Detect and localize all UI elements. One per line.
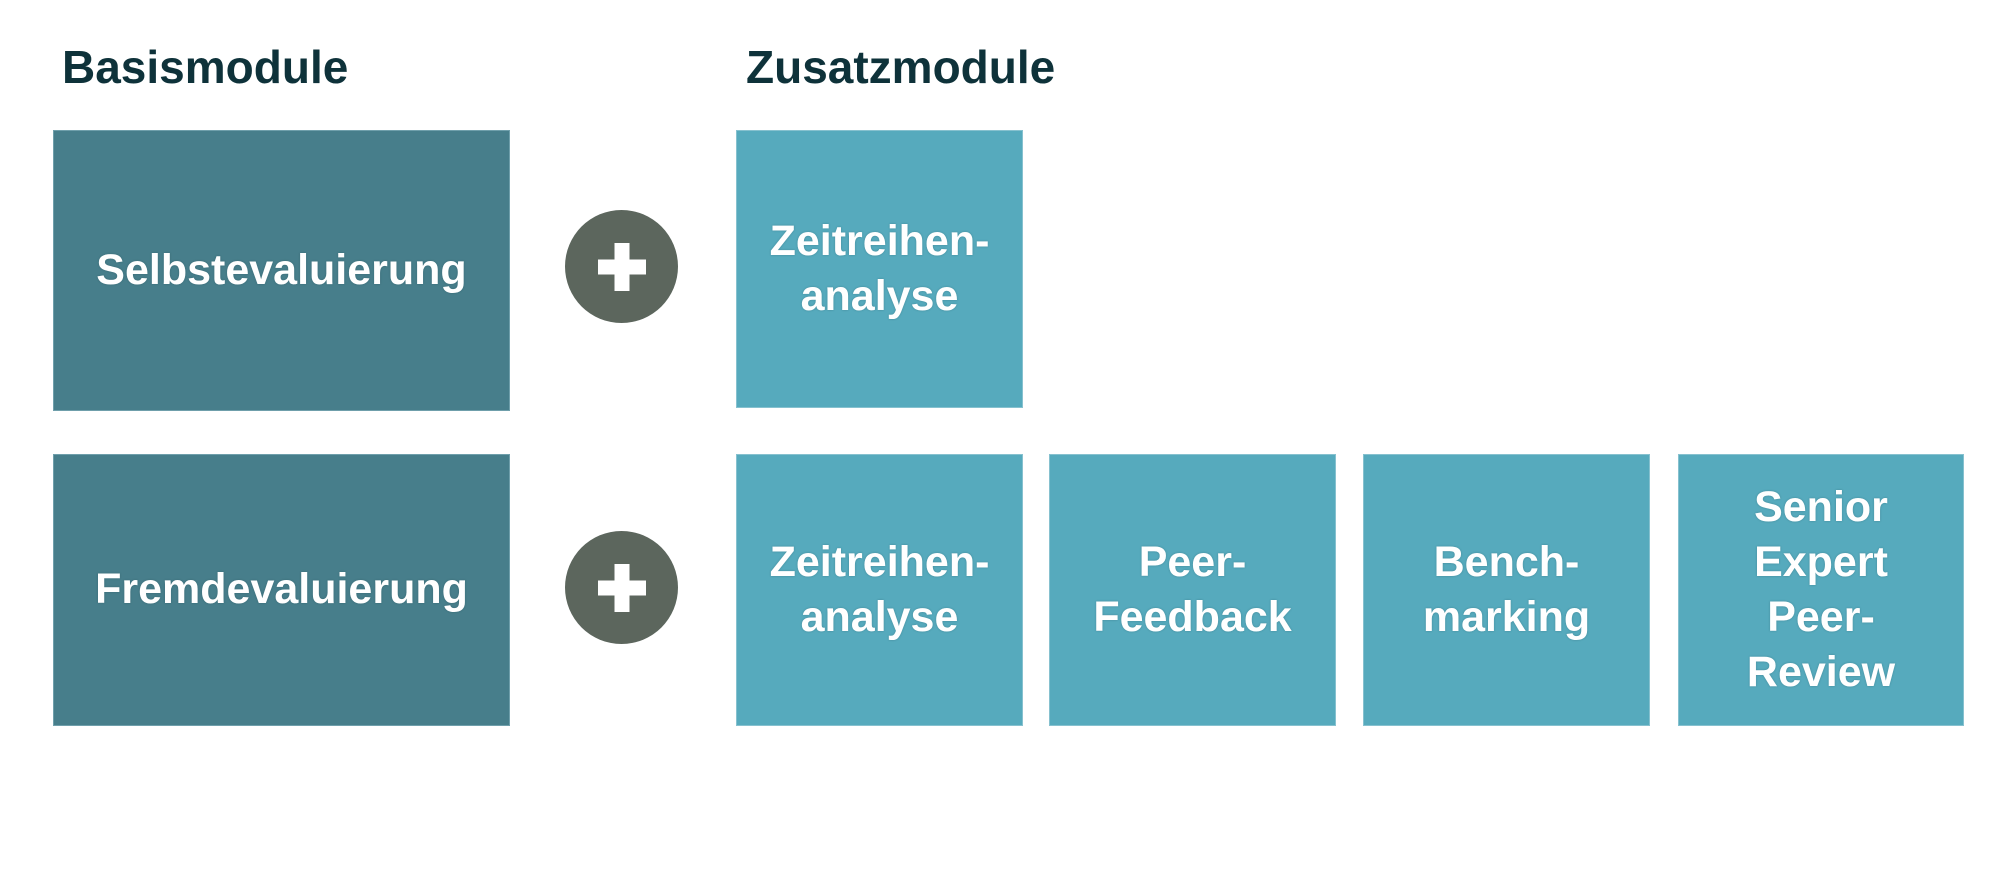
module-label: Peer- Feedback bbox=[1093, 537, 1292, 641]
module-label: Senior Expert Peer- Review bbox=[1746, 482, 1896, 697]
plus-badge bbox=[565, 210, 678, 323]
plus-icon-bar bbox=[614, 563, 629, 612]
module-label: Zeitreihen- analyse bbox=[769, 537, 990, 641]
plus-badge bbox=[565, 531, 678, 644]
plus-icon bbox=[565, 531, 678, 644]
heading-basismodule: Basismodule bbox=[62, 41, 349, 93]
module-label: Zeitreihen- analyse bbox=[769, 216, 990, 320]
zusatz-module-benchmarking: Bench- marking bbox=[1363, 454, 1650, 726]
module-label: Fremdevaluierung bbox=[95, 565, 468, 614]
module-label: Selbstevaluierung bbox=[96, 245, 467, 294]
zusatz-module-senior-expert-peer-review: Senior Expert Peer- Review bbox=[1678, 454, 1964, 726]
zusatz-module-zeitreihenanalyse: Zeitreihen- analyse bbox=[736, 454, 1023, 726]
plus-icon-bar bbox=[614, 242, 629, 291]
heading-zusatzmodule: Zusatzmodule bbox=[746, 41, 1056, 93]
zusatz-module-zeitreihenanalyse: Zeitreihen- analyse bbox=[736, 130, 1023, 408]
base-module-fremdevaluierung: Fremdevaluierung bbox=[53, 454, 510, 726]
module-label: Bench- marking bbox=[1422, 537, 1591, 641]
plus-icon bbox=[565, 210, 678, 323]
zusatz-module-peer-feedback: Peer- Feedback bbox=[1049, 454, 1336, 726]
base-module-selbstevaluierung: Selbstevaluierung bbox=[53, 130, 510, 411]
